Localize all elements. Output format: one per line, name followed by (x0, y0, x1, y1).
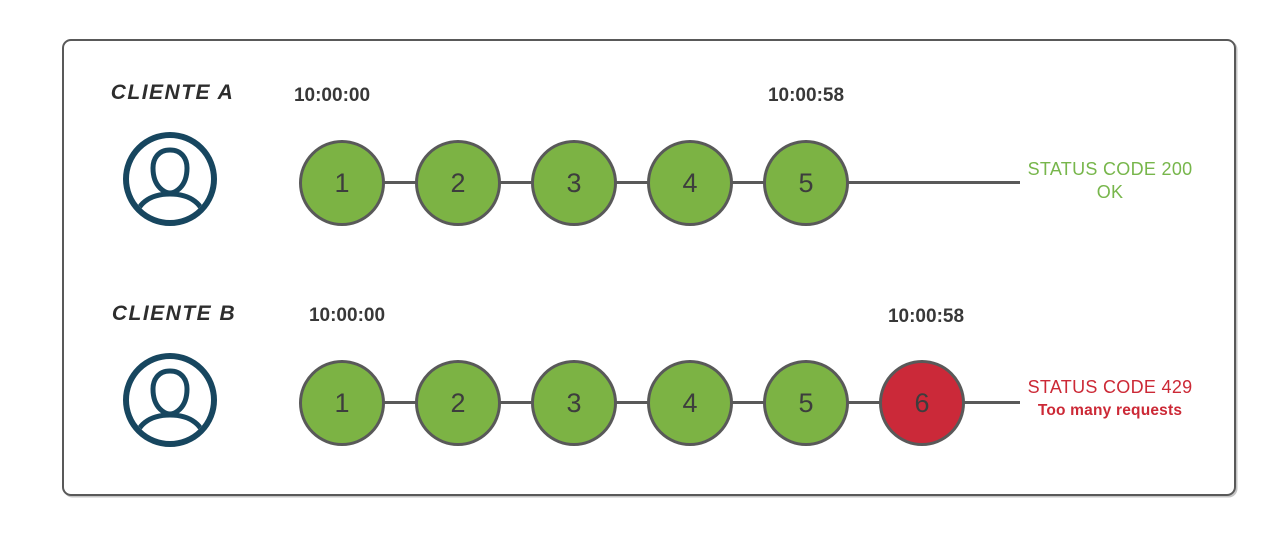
client-a-status: STATUS CODE 200 OK (1025, 158, 1195, 204)
diagram-frame (62, 39, 1236, 496)
request-circle-blocked: 6 (879, 360, 965, 446)
client-b-label: CLIENTE B (111, 302, 237, 325)
status-message-text: Too many requests (1037, 402, 1183, 419)
request-number: 3 (566, 387, 582, 418)
request-number: 4 (682, 167, 698, 198)
user-avatar-icon (120, 350, 220, 450)
request-number: 6 (914, 387, 930, 418)
request-circle: 4 (647, 140, 733, 226)
request-number: 1 (334, 387, 350, 418)
request-circle: 5 (763, 140, 849, 226)
client-a-label: CLIENTE A (110, 81, 235, 104)
status-code-text: STATUS CODE 429 (1027, 377, 1193, 397)
request-circle: 5 (763, 360, 849, 446)
request-circle: 1 (299, 140, 385, 226)
request-number: 1 (334, 167, 350, 198)
client-a-window-end: 10:00:58 (767, 85, 845, 106)
user-avatar-icon (120, 129, 220, 229)
client-a-window-start: 10:00:00 (293, 85, 371, 106)
request-number: 2 (450, 387, 466, 418)
request-circle: 2 (415, 140, 501, 226)
request-number: 3 (566, 167, 582, 198)
request-circle: 4 (647, 360, 733, 446)
request-circle: 3 (531, 140, 617, 226)
request-number: 5 (798, 167, 814, 198)
request-circle: 2 (415, 360, 501, 446)
client-b-window-end: 10:00:58 (887, 306, 965, 327)
request-circle: 3 (531, 360, 617, 446)
request-number: 4 (682, 387, 698, 418)
client-b-status: STATUS CODE 429 Too many requests (1025, 376, 1195, 422)
status-message-text: OK (1096, 182, 1124, 202)
status-code-text: STATUS CODE 200 (1027, 159, 1193, 179)
request-number: 5 (798, 387, 814, 418)
request-circle: 1 (299, 360, 385, 446)
client-b-window-start: 10:00:00 (308, 305, 386, 326)
request-number: 2 (450, 167, 466, 198)
